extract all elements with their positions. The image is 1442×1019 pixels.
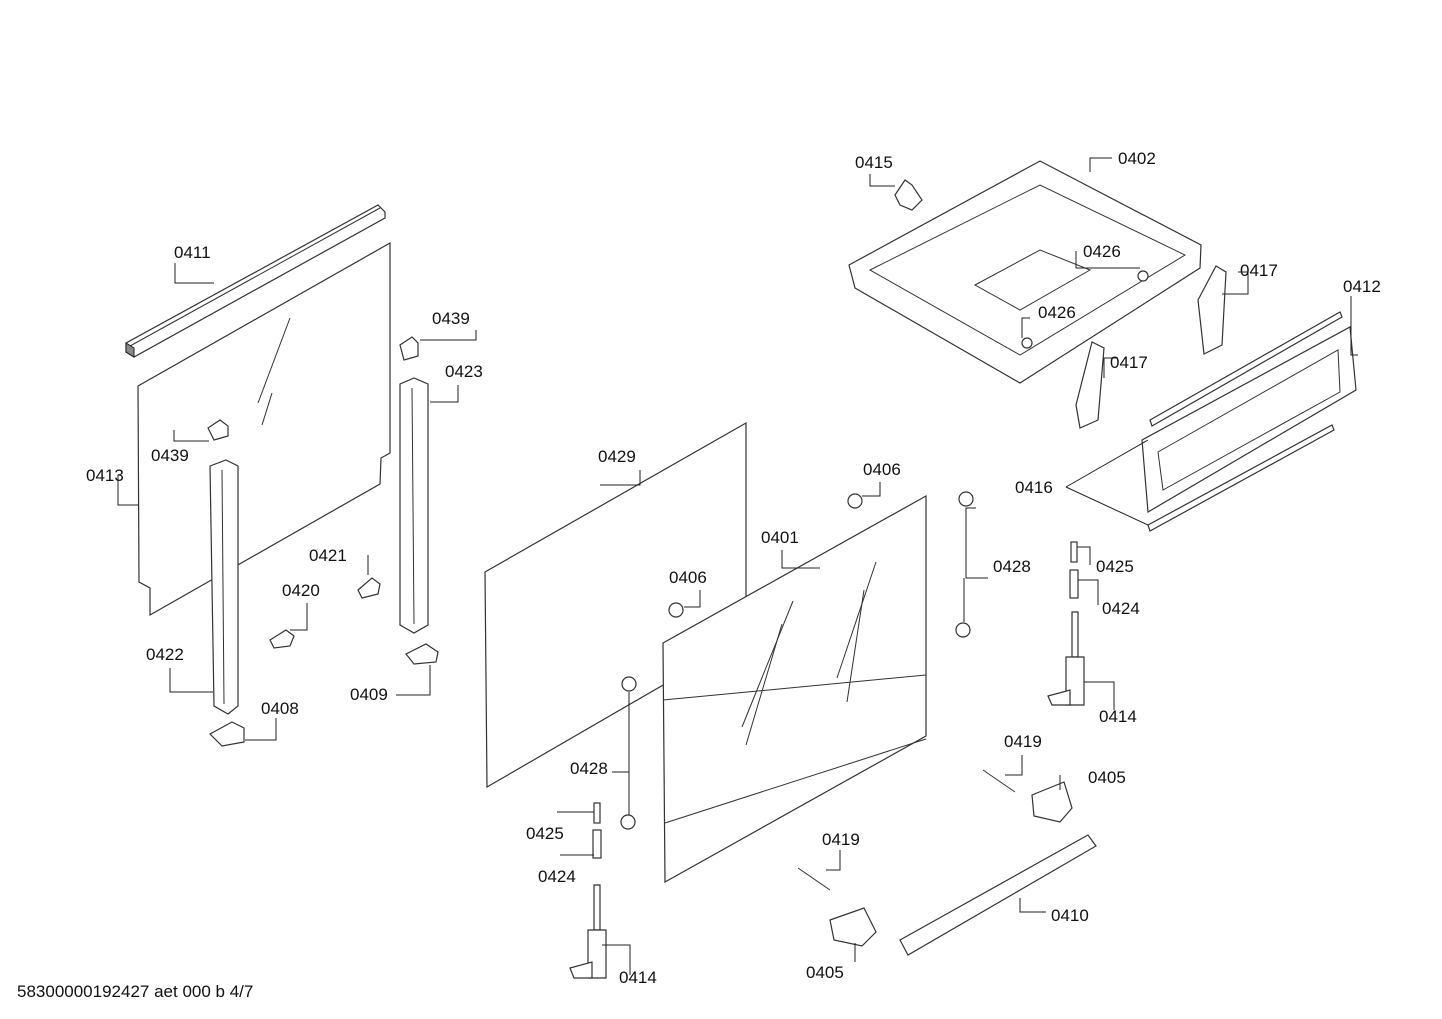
part-0426-grommet-a — [1137, 270, 1149, 282]
part-0428-bushing-d — [620, 814, 636, 830]
part-0405-end-cap-b — [829, 907, 877, 947]
callout-0439-left: 0439 — [151, 446, 189, 465]
callout-0428-lower: 0428 — [570, 759, 608, 778]
callout-0405-upper: 0405 — [1088, 768, 1126, 787]
part-0428-bushing-a — [958, 491, 974, 507]
part-0439-clip-a — [207, 419, 229, 441]
callout-0414-left: 0414 — [619, 968, 657, 987]
part-0419-screw-a — [982, 769, 1016, 793]
callout-0429: 0429 — [598, 447, 636, 466]
part-0425-pin-a — [593, 802, 601, 824]
part-0425-pin-b — [1070, 541, 1078, 563]
callout-0410: 0410 — [1051, 906, 1089, 925]
part-0406-bushing-b — [668, 602, 684, 618]
part-0428-bushing-b — [955, 622, 971, 638]
drawing-number-footer: 58300000192427 aet 000 b 4/7 — [17, 982, 253, 1001]
part-0402-drip-tray — [848, 160, 1202, 384]
callout-0420: 0420 — [282, 581, 320, 600]
callout-0423: 0423 — [445, 362, 483, 381]
callout-0419-upper: 0419 — [1004, 732, 1042, 751]
callout-0426-lower: 0426 — [1038, 303, 1076, 322]
part-0411-top-trim — [125, 204, 386, 358]
part-0413-rear-glass — [137, 241, 391, 617]
part-0408-hinge-block — [209, 721, 245, 747]
part-0409-hinge-block — [405, 643, 439, 665]
part-0414-hinge-b — [1047, 611, 1085, 706]
callout-0406-upper: 0406 — [863, 460, 901, 479]
callout-0428-upper: 0428 — [993, 557, 1031, 576]
part-0423-side-rail — [399, 377, 429, 634]
callout-0415: 0415 — [855, 153, 893, 172]
part-0414-hinge-a — [569, 884, 607, 979]
callout-0408: 0408 — [261, 699, 299, 718]
callout-0414-right: 0414 — [1099, 707, 1137, 726]
callout-0406-lower: 0406 — [669, 568, 707, 587]
callout-0422: 0422 — [146, 645, 184, 664]
callout-0409: 0409 — [350, 685, 388, 704]
callout-labels: 0411 0413 0439 0439 0423 0421 0420 0422 … — [86, 149, 1381, 987]
part-0439-clip-b — [399, 336, 419, 361]
callout-0405-lower: 0405 — [806, 963, 844, 982]
callout-0411: 0411 — [174, 243, 211, 262]
callout-0424-left: 0424 — [538, 867, 576, 886]
callout-0426-upper: 0426 — [1083, 242, 1121, 261]
part-0421-bracket — [357, 577, 381, 599]
callout-0419-lower: 0419 — [822, 830, 860, 849]
part-0412-drawer-front — [1141, 311, 1357, 532]
callout-0424-right: 0424 — [1102, 599, 1140, 618]
callout-0421: 0421 — [309, 546, 347, 565]
callout-0402: 0402 — [1118, 149, 1156, 168]
part-0426-grommet-b — [1021, 337, 1033, 349]
part-0422-side-rail — [209, 459, 239, 715]
part-0428-bushing-c — [621, 676, 637, 692]
part-0415-clip — [894, 179, 923, 211]
part-0406-bushing-a — [847, 493, 863, 509]
part-0417-hinge-bracket-a — [1197, 265, 1227, 355]
callout-0416: 0416 — [1015, 478, 1053, 497]
part-0417-hinge-bracket-b — [1075, 341, 1105, 429]
part-0424-pin-a — [592, 829, 602, 859]
callout-0413: 0413 — [86, 466, 124, 485]
part-0424-pin-b — [1069, 569, 1079, 599]
part-0420-bracket — [269, 629, 295, 649]
callout-0425-right: 0425 — [1096, 557, 1134, 576]
part-0410-handle-bar — [899, 834, 1097, 956]
callout-0417-right: 0417 — [1240, 261, 1278, 280]
part-0401-door-glass — [662, 494, 927, 884]
part-0419-screw-b — [797, 867, 831, 891]
callout-0412: 0412 — [1343, 277, 1381, 296]
part-0405-end-cap-a — [1031, 781, 1073, 823]
callout-0425-left: 0425 — [526, 824, 564, 843]
callout-0439-right: 0439 — [432, 309, 470, 328]
callout-0417-left: 0417 — [1110, 353, 1148, 372]
leader-lines — [117, 157, 1358, 975]
callout-0401: 0401 — [761, 528, 799, 547]
